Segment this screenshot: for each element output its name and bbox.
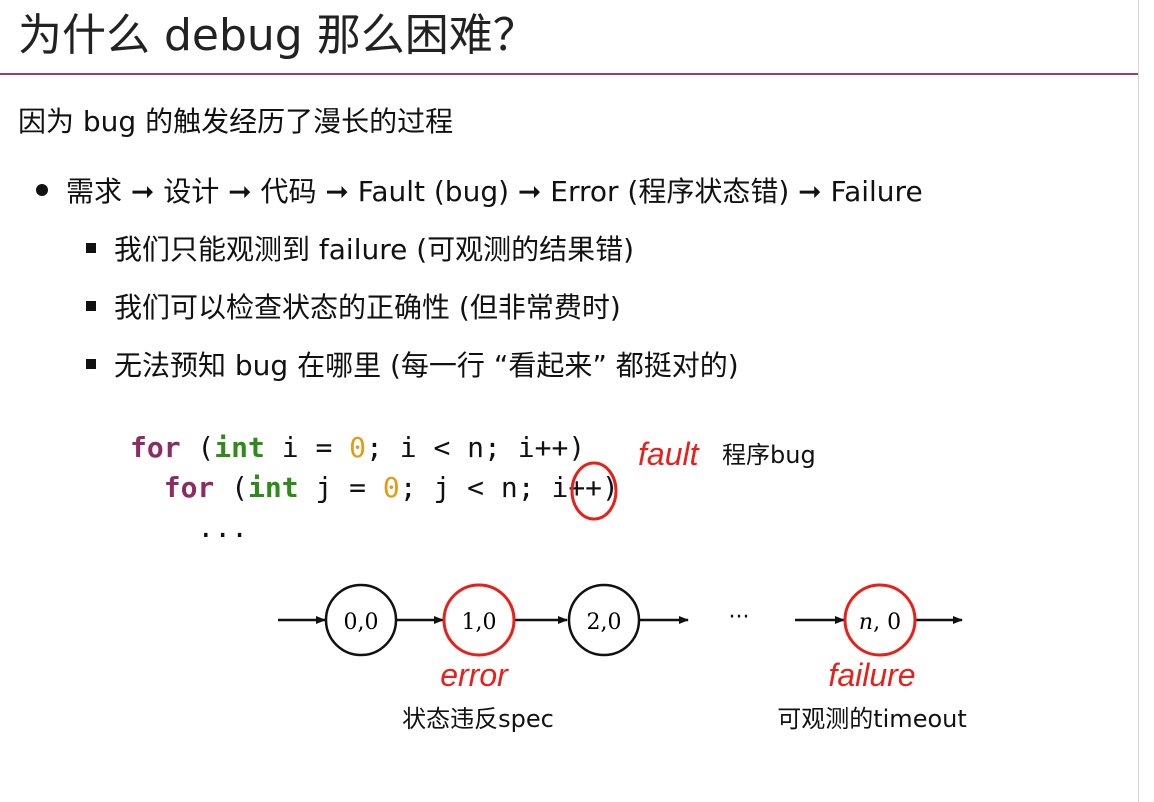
code-keyword: for <box>163 471 215 504</box>
fault-highlight-circle <box>570 461 618 521</box>
state-node <box>324 583 398 657</box>
code-type: int <box>214 431 265 464</box>
sub-bullet-text: 我们可以检查状态的正确性 (但非常费时) <box>114 291 621 324</box>
page-title: 为什么 debug 那么困难？ <box>18 10 537 61</box>
failure-state-node <box>843 583 917 657</box>
state-label: 2,0 <box>587 610 622 635</box>
code-text: j = <box>298 471 383 504</box>
code-number: 0 <box>382 471 400 504</box>
error-description: 状态违反spec <box>402 705 554 733</box>
fault-description: 程序bug <box>722 441 816 469</box>
bullet-square-icon <box>86 359 96 369</box>
code-text: ( <box>214 471 249 504</box>
failure-label: failure <box>828 657 915 693</box>
sub-bullet: 无法预知 bug 在哪里 (每一行 “看起来” 都挺对的) <box>86 346 739 386</box>
code-text: ( <box>180 431 215 464</box>
code-line-3: ... <box>130 511 249 544</box>
code-keyword: for <box>130 431 181 464</box>
error-state-node <box>442 583 516 657</box>
code-line-1: for (int i = 0; i < n; i++) <box>130 431 585 464</box>
sub-bullet-text: 我们只能观测到 failure (可观测的结果错) <box>114 233 635 266</box>
main-bullet: 需求 ➞ 设计 ➞ 代码 ➞ Fault (bug) ➞ Error (程序状态… <box>36 172 923 212</box>
code-type: int <box>248 471 299 504</box>
code-text: ; i < n; i++) <box>366 431 586 464</box>
code-number: 0 <box>349 431 367 464</box>
intro-text: 因为 bug 的触发经历了漫长的过程 <box>18 105 454 138</box>
code-block: for (int i = 0; i < n; i++) for (int j =… <box>130 428 619 548</box>
state-node <box>567 583 641 657</box>
title-divider <box>0 73 1138 75</box>
main-bullet-text: 需求 ➞ 设计 ➞ 代码 ➞ Fault (bug) ➞ Error (程序状态… <box>66 175 923 208</box>
code-text: ; j < n; i++) <box>399 471 619 504</box>
sub-bullet: 我们只能观测到 failure (可观测的结果错) <box>86 230 634 270</box>
code-line-2: for (int j = 0; j < n; i++) <box>130 471 619 504</box>
code-text: i = <box>264 431 350 464</box>
state-label: n, 0 <box>859 610 901 635</box>
state-rest: , 0 <box>873 610 901 635</box>
state-var: n <box>859 610 873 635</box>
ellipsis: ··· <box>729 605 750 630</box>
sub-bullet: 我们可以检查状态的正确性 (但非常费时) <box>86 288 621 328</box>
bullet-dot-icon <box>36 184 48 196</box>
bullet-square-icon <box>86 301 96 311</box>
bullet-square-icon <box>86 243 96 253</box>
error-label: error <box>440 657 509 693</box>
state-label: 1,0 <box>462 610 497 635</box>
fault-label: fault <box>638 436 700 472</box>
slide-edge-divider <box>1138 0 1139 802</box>
sub-bullet-text: 无法预知 bug 在哪里 (每一行 “看起来” 都挺对的) <box>114 349 739 382</box>
state-label: 0,0 <box>344 610 379 635</box>
failure-description: 可观测的timeout <box>777 705 967 733</box>
